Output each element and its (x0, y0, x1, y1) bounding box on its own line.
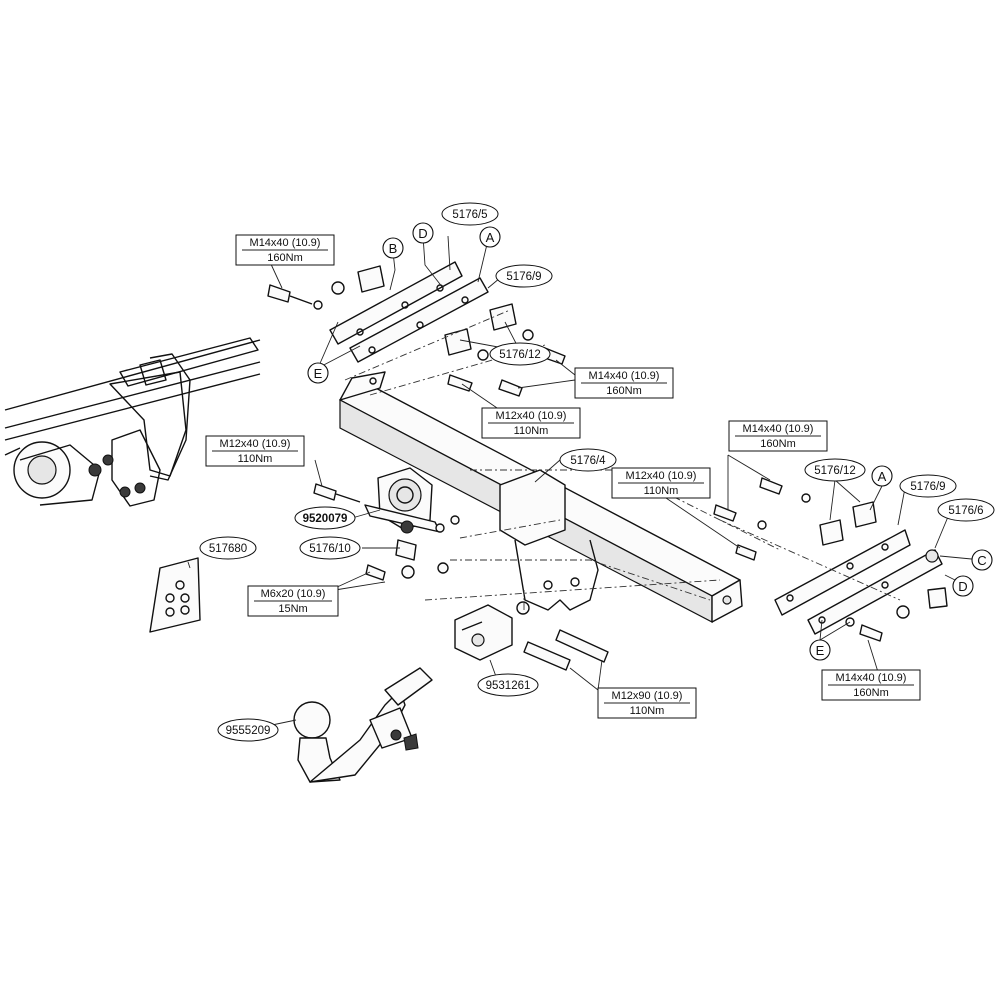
tow-ball-neck-9555209 (293, 667, 433, 783)
spec-top-left: M14x40 (10.9) 160Nm (235, 234, 335, 266)
vehicle-chassis-illustration (4, 337, 261, 507)
svg-text:5176/4: 5176/4 (570, 455, 606, 467)
letter-e-right: E (809, 639, 831, 661)
part-label-5176-6: 5176/6 (937, 498, 995, 522)
svg-text:D: D (958, 579, 967, 594)
socket-plate-assembly (313, 467, 460, 581)
letter-b-top: B (382, 237, 404, 259)
spec-top-center: M12x40 (10.9) 110Nm (481, 407, 581, 439)
spec-size: M14x40 (10.9) (589, 370, 660, 382)
part-label-5176-5: 5176/5 (441, 202, 499, 226)
spec-bottom-right: M14x40 (10.9) 160Nm (821, 669, 921, 701)
letter-e-top: E (307, 362, 329, 384)
svg-text:C: C (977, 553, 986, 568)
letter-a-right: A (871, 465, 893, 487)
spec-torque: 160Nm (760, 438, 795, 450)
spec-size: M12x40 (10.9) (496, 410, 567, 422)
spec-top-mid: M14x40 (10.9) 160Nm (574, 367, 674, 399)
part-label-5176-12-right: 5176/12 (804, 458, 866, 482)
spec-torque: 110Nm (630, 705, 665, 717)
spec-size: M12x90 (10.9) (612, 690, 683, 702)
spec-right-center: M12x40 (10.9) 110Nm (611, 467, 711, 499)
leader-lines (187, 235, 983, 731)
part-label-5176-9-top: 5176/9 (495, 264, 553, 288)
svg-text:E: E (816, 643, 825, 658)
letter-c-right: C (971, 549, 993, 571)
svg-text:517680: 517680 (209, 543, 247, 555)
spec-size: M12x40 (10.9) (220, 438, 291, 450)
svg-text:5176/6: 5176/6 (948, 505, 983, 517)
part-label-5176-4: 5176/4 (559, 448, 617, 472)
svg-text:B: B (389, 241, 398, 256)
svg-text:5176/10: 5176/10 (309, 543, 351, 555)
svg-text:5176/12: 5176/12 (499, 349, 541, 361)
electrical-socket-517680 (149, 557, 201, 633)
spec-size: M14x40 (10.9) (250, 237, 321, 249)
svg-text:A: A (878, 469, 887, 484)
svg-text:9555209: 9555209 (226, 725, 271, 737)
part-label-5176-9-right: 5176/9 (899, 474, 957, 498)
spec-size: M6x20 (10.9) (261, 588, 326, 600)
svg-text:9531261: 9531261 (486, 680, 531, 692)
spec-size: M12x40 (10.9) (626, 470, 697, 482)
spec-left-mid: M12x40 (10.9) 110Nm (205, 435, 305, 467)
letter-d-right: D (952, 575, 974, 597)
spec-torque: 110Nm (644, 485, 679, 497)
spec-bottom-center: M12x90 (10.9) 110Nm (597, 687, 697, 719)
detachable-lock-9531261 (454, 601, 609, 671)
top-side-brackets (267, 261, 566, 397)
part-label-517680: 517680 (199, 536, 257, 560)
spec-torque: 160Nm (606, 385, 641, 397)
spec-size: M14x40 (10.9) (743, 423, 814, 435)
spec-torque: 160Nm (267, 252, 302, 264)
part-label-5176-10: 5176/10 (299, 536, 361, 560)
svg-text:5176/9: 5176/9 (910, 481, 945, 493)
letter-d-top: D (412, 222, 434, 244)
main-crossbar (339, 371, 743, 623)
spec-torque: 110Nm (238, 453, 273, 465)
right-side-brackets (713, 477, 948, 642)
svg-text:E: E (314, 366, 323, 381)
spec-size: M14x40 (10.9) (836, 672, 907, 684)
svg-text:A: A (486, 230, 495, 245)
svg-text:5176/12: 5176/12 (814, 465, 856, 477)
svg-text:5176/5: 5176/5 (452, 209, 487, 221)
spec-torque: 160Nm (853, 687, 888, 699)
part-label-5176-12-top: 5176/12 (489, 342, 551, 366)
part-label-9531261: 9531261 (477, 673, 539, 697)
part-label-9520079: 9520079 (294, 506, 356, 530)
spec-torque: 15Nm (278, 603, 307, 615)
svg-text:9520079: 9520079 (303, 513, 348, 525)
spec-torque: 110Nm (514, 425, 549, 437)
part-label-9555209: 9555209 (217, 718, 279, 742)
svg-text:D: D (418, 226, 427, 241)
spec-left-small: M6x20 (10.9) 15Nm (247, 585, 339, 617)
spec-right-top: M14x40 (10.9) 160Nm (728, 420, 828, 452)
letter-a-top: A (479, 226, 501, 248)
svg-text:5176/9: 5176/9 (506, 271, 541, 283)
